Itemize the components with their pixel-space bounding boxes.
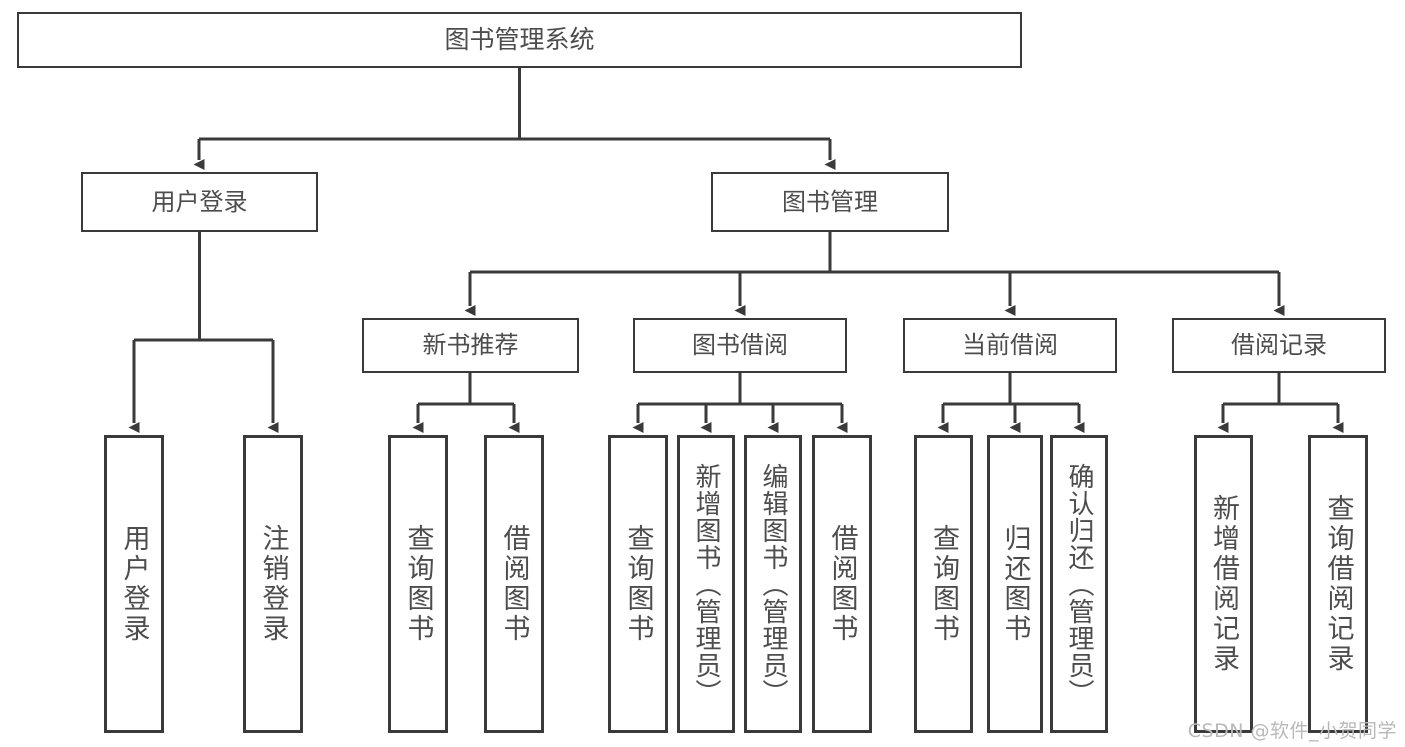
node-user-login[interactable]: 用户登录 <box>81 172 318 232</box>
node-leaf-borrow-book-1[interactable]: 借阅图书 <box>484 435 544 733</box>
node-current-borrow-label: 当前借阅 <box>962 331 1058 360</box>
node-new-book-recommend[interactable]: 新书推荐 <box>362 318 579 373</box>
connector-newbook-to-leaves <box>412 373 520 433</box>
node-book-manage[interactable]: 图书管理 <box>711 172 949 232</box>
connector-root-to-level2 <box>193 68 836 170</box>
node-leaf-query-book-3[interactable]: 查询图书 <box>914 435 973 733</box>
node-leaf-borrow-book-2-label: 借阅图书 <box>826 524 858 644</box>
connector-borrowrecord-to-leaves <box>1217 373 1344 433</box>
node-leaf-borrow-book-2[interactable]: 借阅图书 <box>812 435 872 733</box>
node-leaf-edit-book[interactable]: 编辑图书（管理员） <box>744 435 802 733</box>
node-borrow-record[interactable]: 借阅记录 <box>1172 318 1386 373</box>
node-leaf-user-login[interactable]: 用户登录 <box>104 435 164 733</box>
node-root-label: 图书管理系统 <box>444 25 595 54</box>
node-book-manage-label: 图书管理 <box>782 187 878 216</box>
node-book-borrow-label: 图书借阅 <box>692 331 788 360</box>
node-leaf-add-record-label: 新增借阅记录 <box>1208 494 1239 674</box>
node-leaf-return-book[interactable]: 归还图书 <box>987 435 1043 733</box>
node-leaf-edit-book-label: 编辑图书（管理员） <box>758 462 788 706</box>
node-leaf-logout-label: 注销登录 <box>257 524 289 644</box>
node-leaf-return-book-label: 归还图书 <box>999 524 1031 644</box>
node-leaf-add-book[interactable]: 新增图书（管理员） <box>677 435 735 733</box>
node-root[interactable]: 图书管理系统 <box>17 12 1022 68</box>
connector-currentborrow-to-leaves <box>937 373 1085 433</box>
node-book-borrow[interactable]: 图书借阅 <box>633 318 847 373</box>
node-current-borrow[interactable]: 当前借阅 <box>903 318 1117 373</box>
node-leaf-logout[interactable]: 注销登录 <box>243 435 303 733</box>
connector-bookborrow-to-leaves <box>632 373 848 433</box>
node-new-book-recommend-label: 新书推荐 <box>422 331 519 360</box>
node-leaf-query-book-2-label: 查询图书 <box>622 524 654 644</box>
watermark: CSDN @软件_小贺同学 <box>1187 720 1397 742</box>
connector-userlogin-to-leaves <box>128 232 279 433</box>
node-leaf-confirm-return[interactable]: 确认归还（管理员） <box>1050 435 1108 733</box>
node-leaf-query-book-1-label: 查询图书 <box>402 524 434 644</box>
node-user-login-label: 用户登录 <box>151 187 248 216</box>
node-leaf-borrow-book-1-label: 借阅图书 <box>498 524 530 644</box>
node-leaf-confirm-return-label: 确认归还（管理员） <box>1064 462 1094 706</box>
node-leaf-user-login-label: 用户登录 <box>118 524 150 644</box>
node-leaf-query-book-1[interactable]: 查询图书 <box>388 435 448 733</box>
node-leaf-add-book-label: 新增图书（管理员） <box>691 462 721 706</box>
node-borrow-record-label: 借阅记录 <box>1231 331 1327 360</box>
node-leaf-query-record[interactable]: 查询借阅记录 <box>1308 435 1368 733</box>
node-leaf-query-book-3-label: 查询图书 <box>928 524 959 644</box>
node-leaf-query-record-label: 查询借阅记录 <box>1322 494 1354 674</box>
node-leaf-add-record[interactable]: 新增借阅记录 <box>1194 435 1253 733</box>
connector-bookmanage-to-level3 <box>464 232 1285 316</box>
node-leaf-query-book-2[interactable]: 查询图书 <box>608 435 668 733</box>
